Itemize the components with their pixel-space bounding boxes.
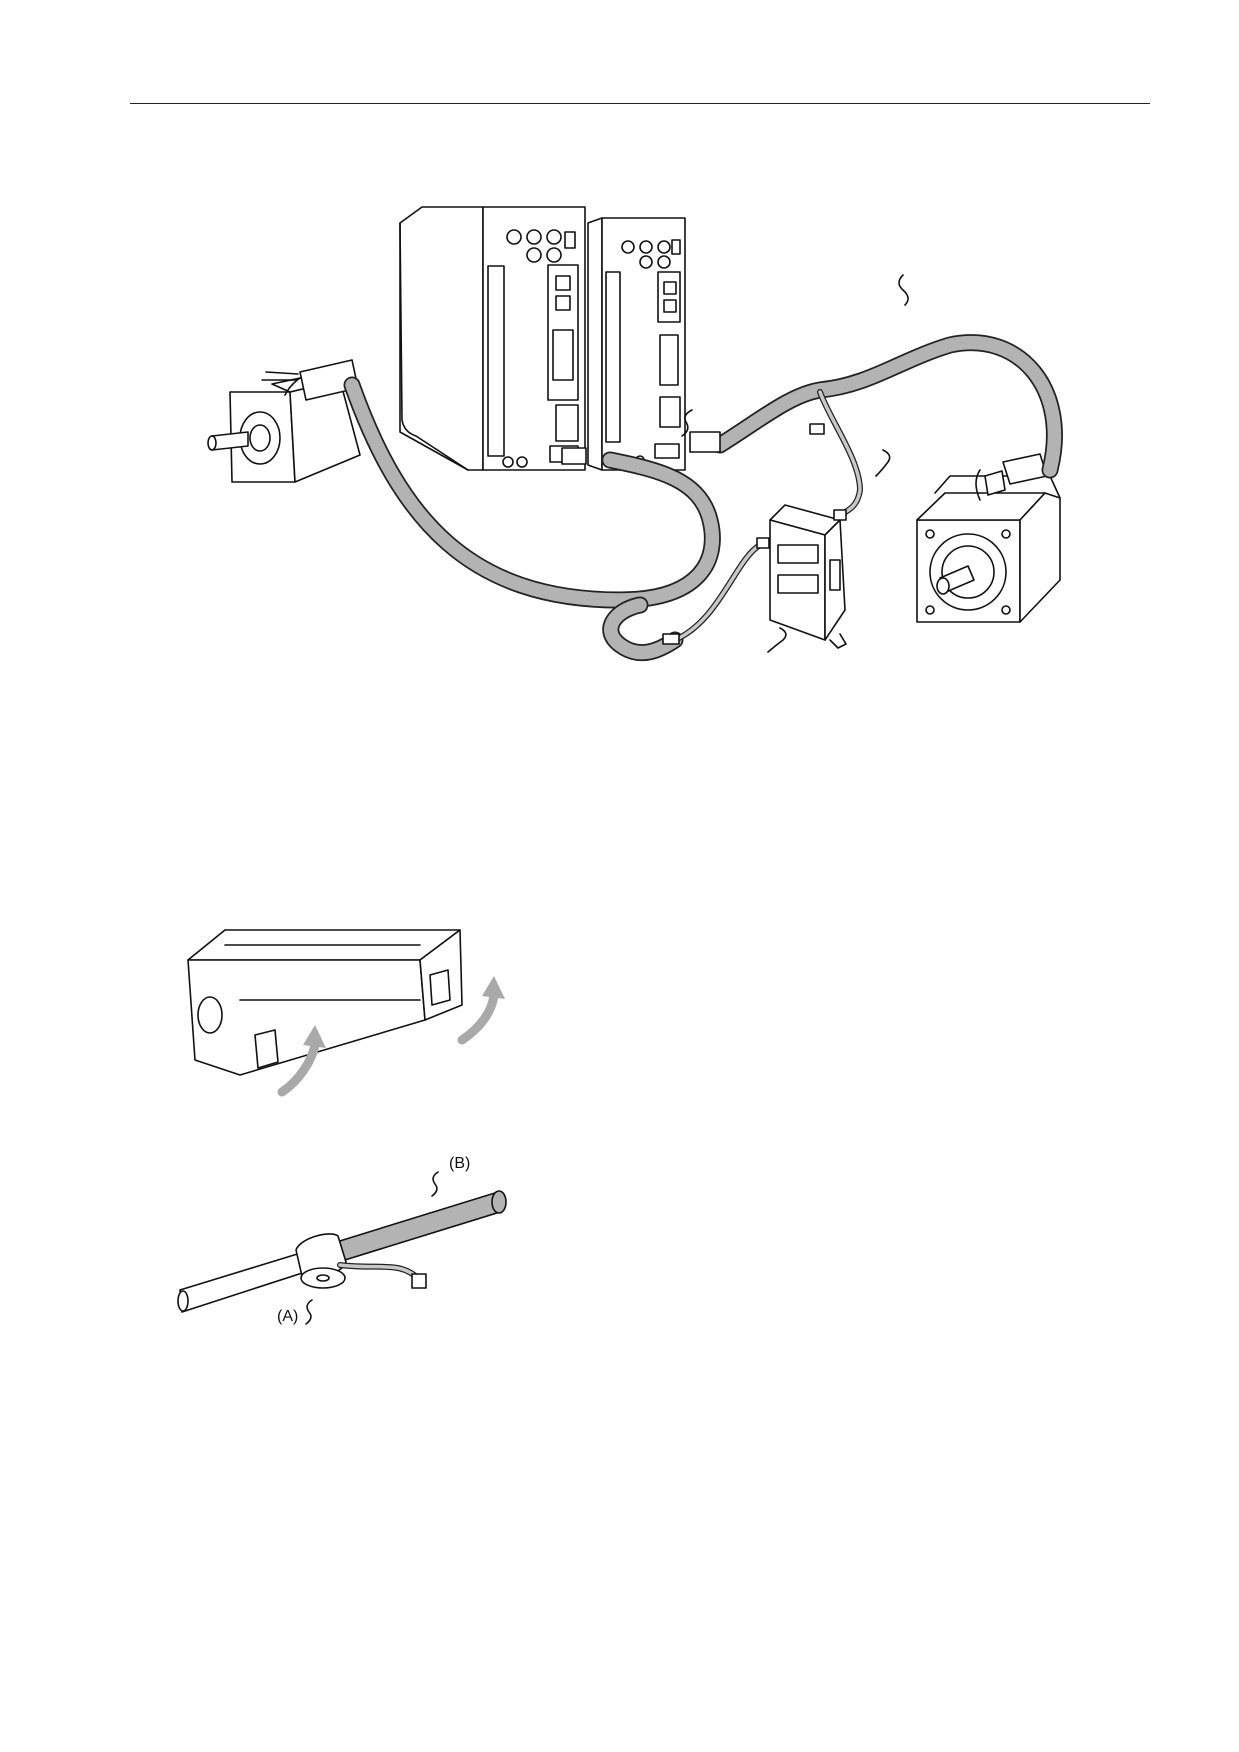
connector-right — [689, 431, 721, 453]
leader-squiggle-2 — [875, 449, 891, 477]
connector-left — [561, 447, 587, 465]
leader-squiggle-1 — [898, 274, 909, 306]
lift-arrow-right — [457, 990, 499, 1045]
servo-drive-right — [587, 217, 686, 471]
leader-squiggle-3 — [767, 627, 787, 653]
label-a: (A) — [277, 1308, 298, 1325]
filter-unit — [769, 504, 847, 649]
header-rule — [130, 103, 1150, 104]
servo-motor-left — [207, 359, 361, 483]
signal-cables — [662, 389, 863, 645]
servo-motor-right — [916, 453, 1061, 623]
leader-a — [305, 1299, 313, 1325]
lift-arrow-left-head — [303, 1025, 326, 1048]
label-b: (B) — [449, 1155, 470, 1172]
servo-drive-left — [399, 206, 586, 471]
leader-squiggle-4 — [681, 409, 693, 437]
leader-b — [431, 1171, 439, 1197]
lift-arrow-left — [277, 1040, 320, 1097]
servo-system-illustration — [207, 206, 1063, 662]
cable-clamp-illustration — [177, 1171, 507, 1325]
main-cables — [343, 334, 1063, 662]
lift-arrow-right-head — [482, 976, 505, 999]
